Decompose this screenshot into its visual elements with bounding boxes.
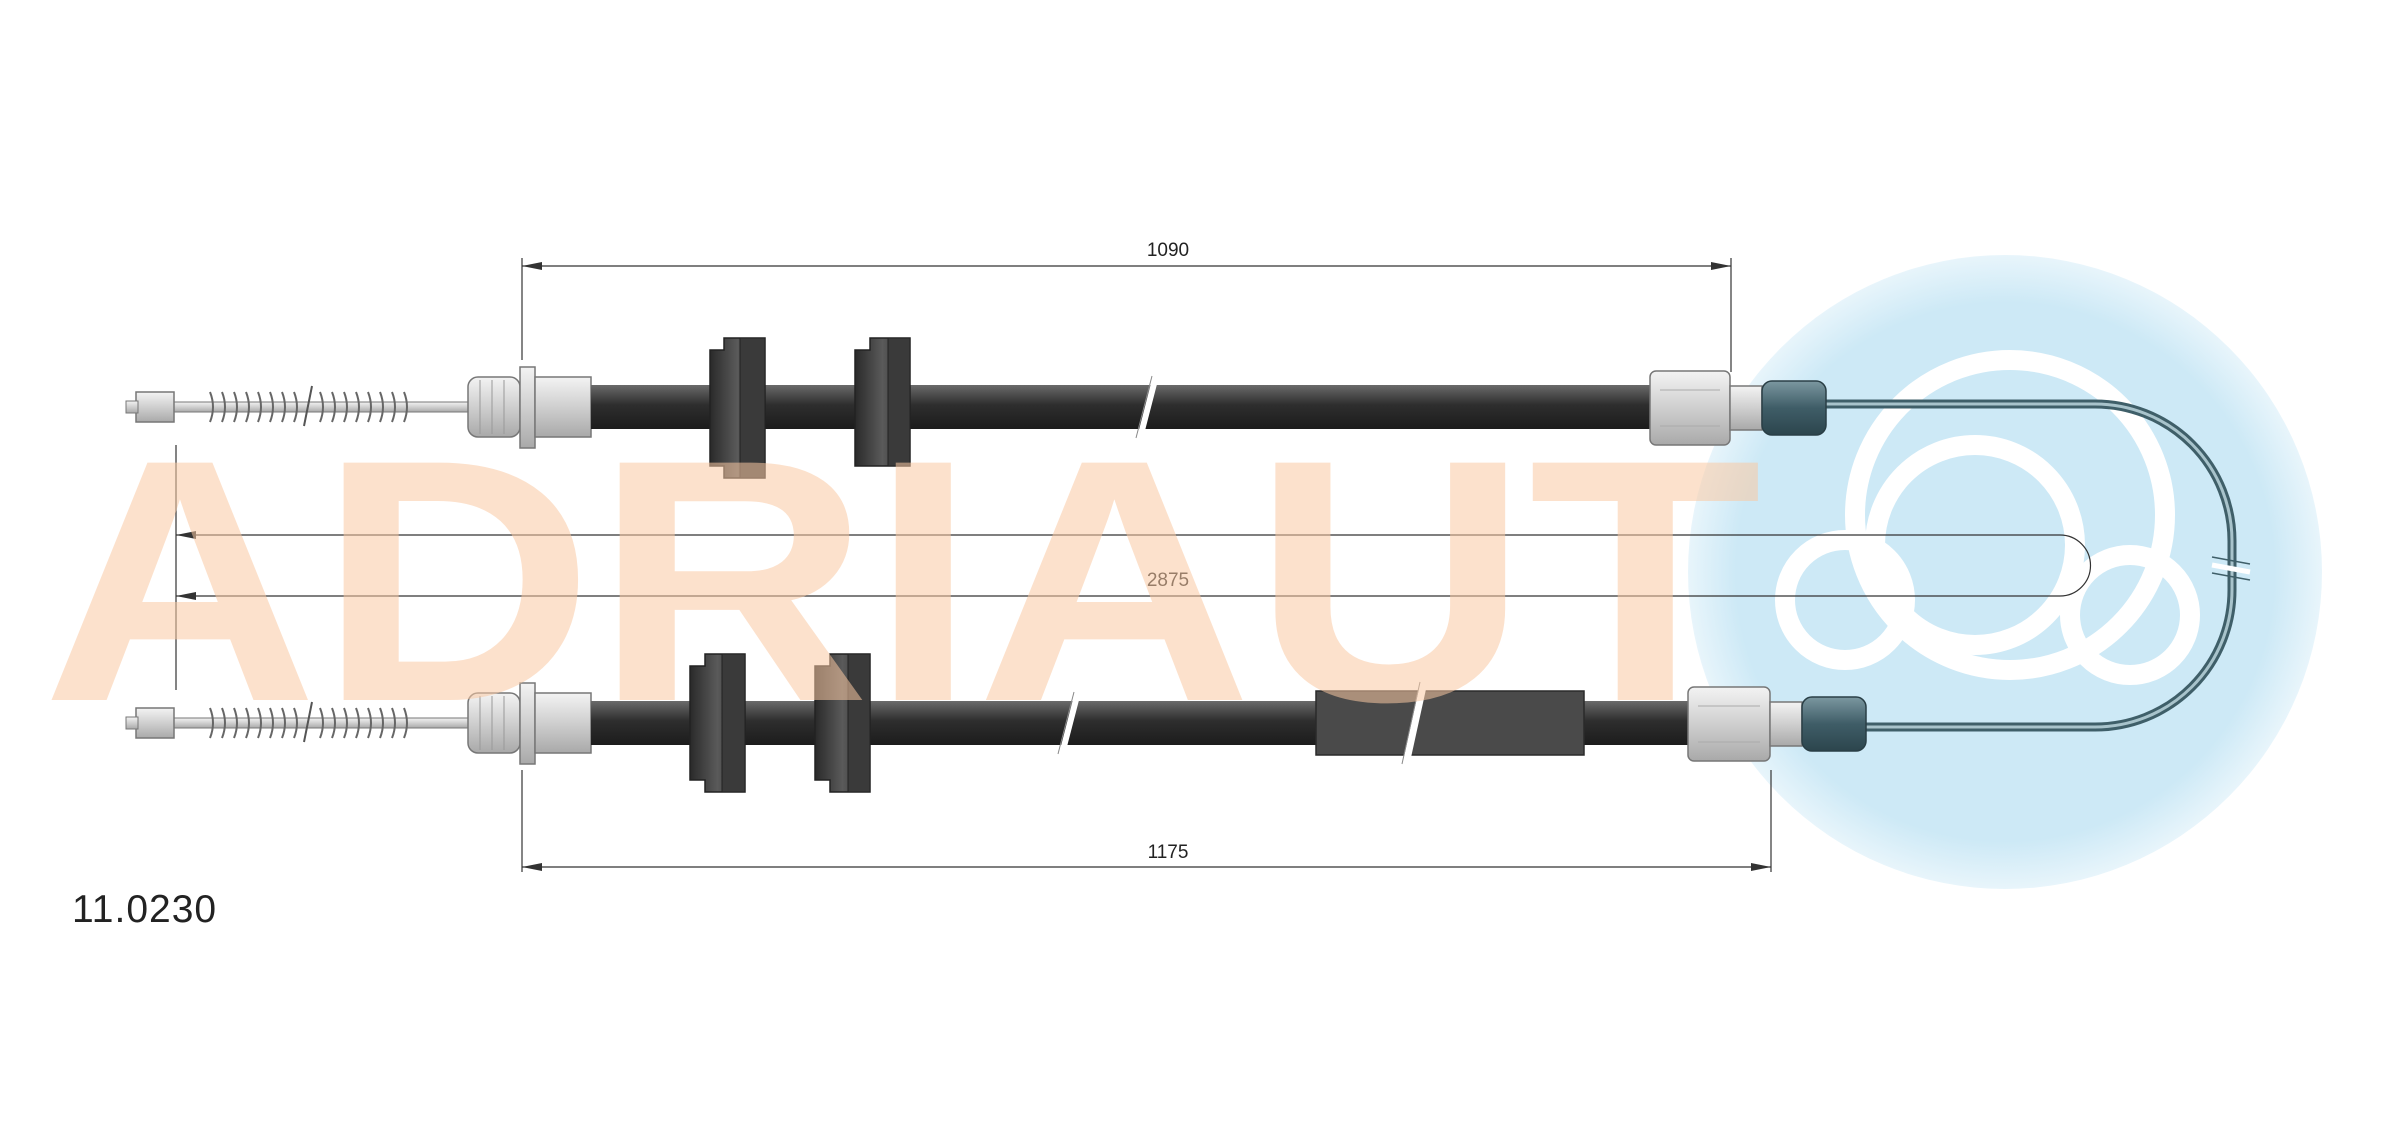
top-return-spring [209,391,408,423]
bottom-protective-sleeve [1315,690,1585,756]
top-spring-break-mark-icon [303,385,313,427]
bottom-right-end-cap [1801,696,1867,752]
top-ferrule-body [534,376,592,438]
bottom-sheath-break-mark-icon [1057,691,1081,755]
top-right-end-cap [1761,380,1827,436]
inner-wire-loop [1817,399,2251,732]
bottom-return-spring [209,707,408,739]
top-sheath [591,385,1654,429]
top-grommet-2 [854,337,911,467]
bottom-ferrule-body [534,692,592,754]
brand-logo-watermark [1688,255,2322,889]
bottom-right-collar [1769,701,1803,747]
top-sheath-break-mark-icon [1135,375,1159,439]
bottom-spring-break-mark-icon [303,701,313,743]
bottom-grommet-2 [814,653,871,793]
bottom-dimension-label: 1175 [1148,842,1189,863]
top-cable [125,337,1827,479]
overall-dim-loop-end [2059,534,2092,597]
top-grommet-1 [709,337,766,479]
overall-dim-arrow-upper [176,531,196,539]
bottom-grommet-1 [689,653,746,793]
logo-rings-icon [1775,350,2200,685]
dimension-lines [175,258,2092,872]
top-dim-arrow-left [522,262,542,270]
bottom-cable [125,653,1867,793]
part-number: 11.0230 [72,888,218,931]
top-end-nipple [135,391,175,423]
brand-watermark-text: ADRIAUT [42,389,1762,774]
overall-dim-arrow-lower [176,592,196,600]
loop-break-mark-icon [2211,562,2251,575]
bottom-sleeve-break-mark-icon [1401,681,1428,765]
overall-dimension-label: 2875 [1147,570,1189,591]
top-dimension-label: 1090 [1147,240,1189,261]
bottom-dim-arrow-left [522,863,542,871]
bottom-dim-arrow-right [1751,863,1771,871]
top-right-collar [1729,385,1763,431]
top-dim-arrow-right [1711,262,1731,270]
